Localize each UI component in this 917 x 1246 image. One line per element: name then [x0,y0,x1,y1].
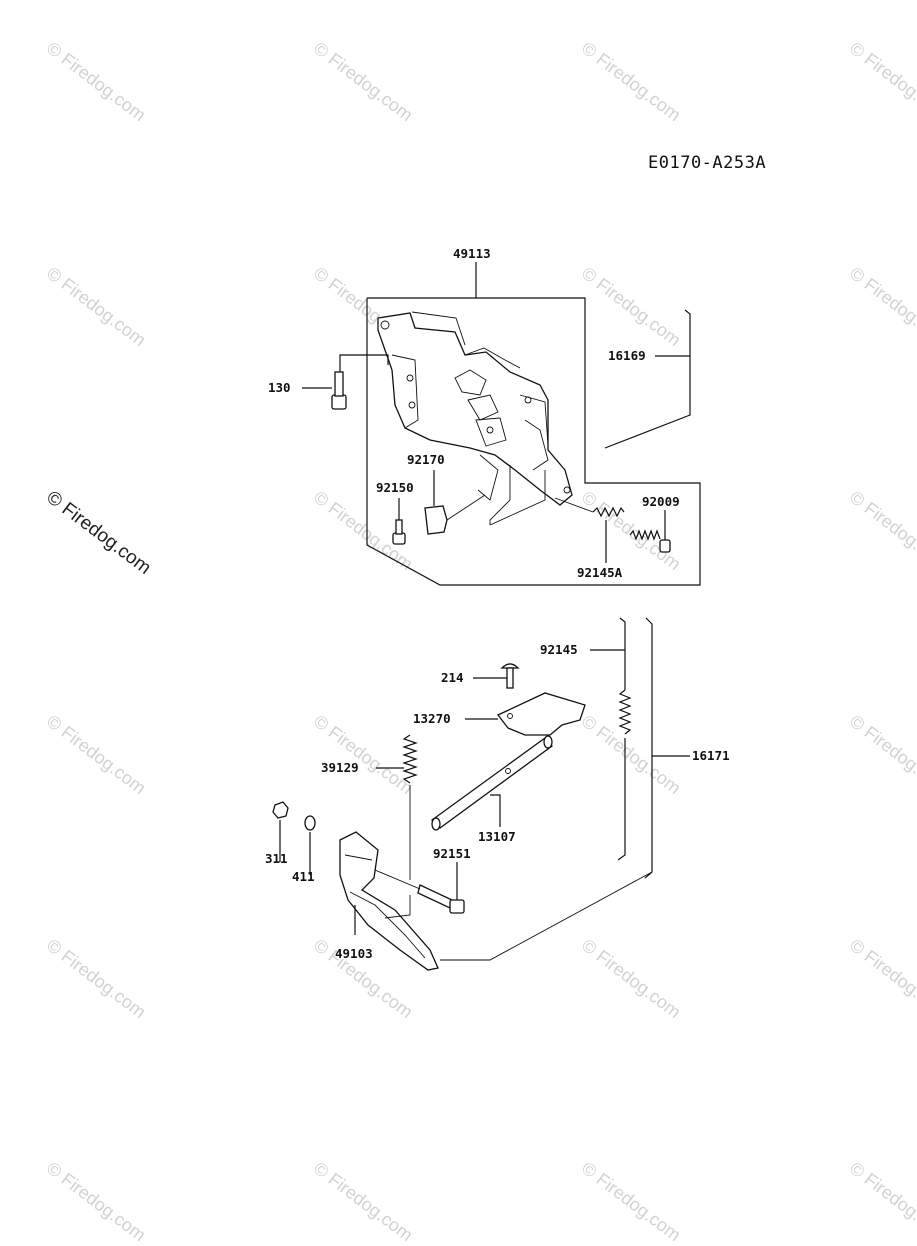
label-13270: 13270 [413,711,451,726]
bolt-214 [473,663,520,689]
label-130: 130 [268,380,291,395]
spring-rod-92145 [590,617,632,861]
clip-92170 [424,470,486,535]
bolt-92151 [374,862,465,914]
label-92145: 92145 [540,642,578,657]
plate-13270 [465,692,586,736]
screw-92009 [629,510,671,553]
diagram-code: E0170-A253A [648,153,767,173]
control-panel-bracket [377,311,573,526]
rod-16171 [644,617,690,879]
bolt-130 [302,354,389,410]
spring-39129 [376,734,418,880]
label-92150: 92150 [376,480,414,495]
label-311: 311 [265,851,288,866]
label-92009: 92009 [642,494,680,509]
label-39129: 39129 [321,760,359,775]
label-411: 411 [292,869,315,884]
parts-diagram: © Firedog.com © Firedog.com © Firedog.co… [42,38,917,1245]
lever-49103 [339,831,653,971]
rod-16169 [604,309,691,449]
washer-411 [304,815,316,875]
label-214: 214 [441,670,464,685]
exploded-view: 49113 16169 130 92170 92150 92009 92145A… [265,246,730,971]
label-13107: 13107 [478,829,516,844]
label-16169: 16169 [608,348,646,363]
screw-92150 [392,498,406,545]
shaft-13107 [431,735,553,831]
label-92151: 92151 [433,846,471,861]
label-92145A: 92145A [577,565,623,580]
nut-311 [272,801,289,862]
label-92170: 92170 [407,452,445,467]
label-16171: 16171 [692,748,730,763]
spring-92145A [554,497,625,563]
label-49103: 49103 [335,946,373,961]
label-49113: 49113 [453,246,491,261]
assembly-frame-49113 [366,262,701,586]
